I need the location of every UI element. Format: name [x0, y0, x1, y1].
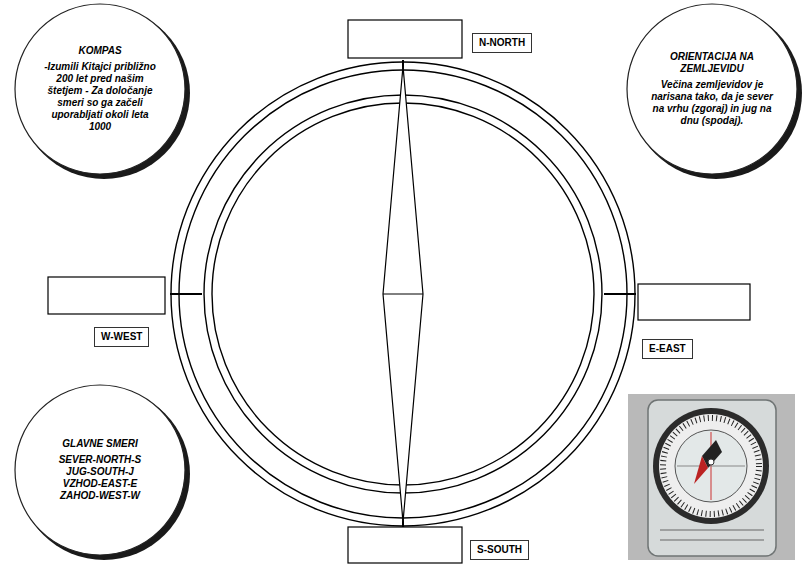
- needle-line: [383, 294, 423, 295]
- body-text: VZHOD-EAST-E: [39, 478, 161, 490]
- photo-needle: [694, 456, 708, 484]
- body-text: SEVER-NORTH-S: [39, 454, 161, 466]
- text-wrap: GLAVNE SMERI SEVER-NORTH-SJUG-SOUTH-JVZHO…: [39, 438, 161, 502]
- direction-label: S-SOUTH: [470, 540, 529, 560]
- answer-box: [348, 20, 462, 58]
- dial-ticks: [663, 418, 759, 514]
- heading-text: KOMPAS: [39, 45, 161, 57]
- heading-text: W-WEST: [101, 331, 142, 343]
- text-wrap: ORIENTACIJA NA ZEMLJEVIDU Večina zemljevi…: [651, 51, 773, 127]
- info-circle: GLAVNE SMERI SEVER-NORTH-SJUG-SOUTH-JVZHO…: [14, 384, 186, 556]
- compass-dial: [659, 414, 763, 518]
- info-circle: ORIENTACIJA NA ZEMLJEVIDU Večina zemljevi…: [626, 3, 798, 175]
- body-text: ZAHOD-WEST-W: [39, 490, 161, 502]
- compass-plate: [648, 400, 776, 556]
- direction-label: N-NORTH: [472, 33, 532, 53]
- compass-needle: [383, 66, 423, 522]
- circle-border: [15, 4, 185, 174]
- ruler-line: [660, 540, 764, 541]
- orienting-line: [677, 466, 745, 467]
- circle-border: [15, 385, 185, 555]
- compass-photo: [628, 394, 795, 560]
- info-circle: KOMPAS -Izumili Kitajci približno 200 let…: [14, 3, 186, 175]
- body-text: JUG-SOUTH-J: [39, 466, 161, 478]
- circle-border: [627, 4, 797, 174]
- direction-label: W-WEST: [94, 327, 149, 347]
- compass-rose: [170, 60, 636, 528]
- heading-text: S-SOUTH: [477, 544, 522, 556]
- answer-box: [48, 277, 165, 314]
- ruler-line: [660, 530, 764, 531]
- direction-label: E-EAST: [642, 339, 693, 359]
- dial-capsule: [675, 430, 747, 502]
- heading-text: GLAVNE SMERI: [39, 438, 161, 450]
- tick-mark: [170, 293, 202, 295]
- body-text: Večina zemljevidov je narisana tako, da …: [651, 79, 773, 127]
- answer-box: [348, 527, 462, 563]
- photo-ground: [628, 394, 795, 560]
- body-text: -Izumili Kitajci približno 200 let pred …: [39, 61, 161, 133]
- answer-box: [638, 284, 750, 320]
- needle-pivot: [708, 459, 714, 465]
- compass-bezel: [653, 408, 769, 524]
- heading-text: N-NORTH: [479, 37, 525, 49]
- heading-text: ORIENTACIJA NA ZEMLJEVIDU: [651, 51, 773, 75]
- heading-text: E-EAST: [649, 343, 686, 355]
- text-wrap: KOMPAS -Izumili Kitajci približno 200 let…: [39, 45, 161, 133]
- outer-ring: [171, 62, 635, 526]
- tick-mark: [604, 293, 636, 295]
